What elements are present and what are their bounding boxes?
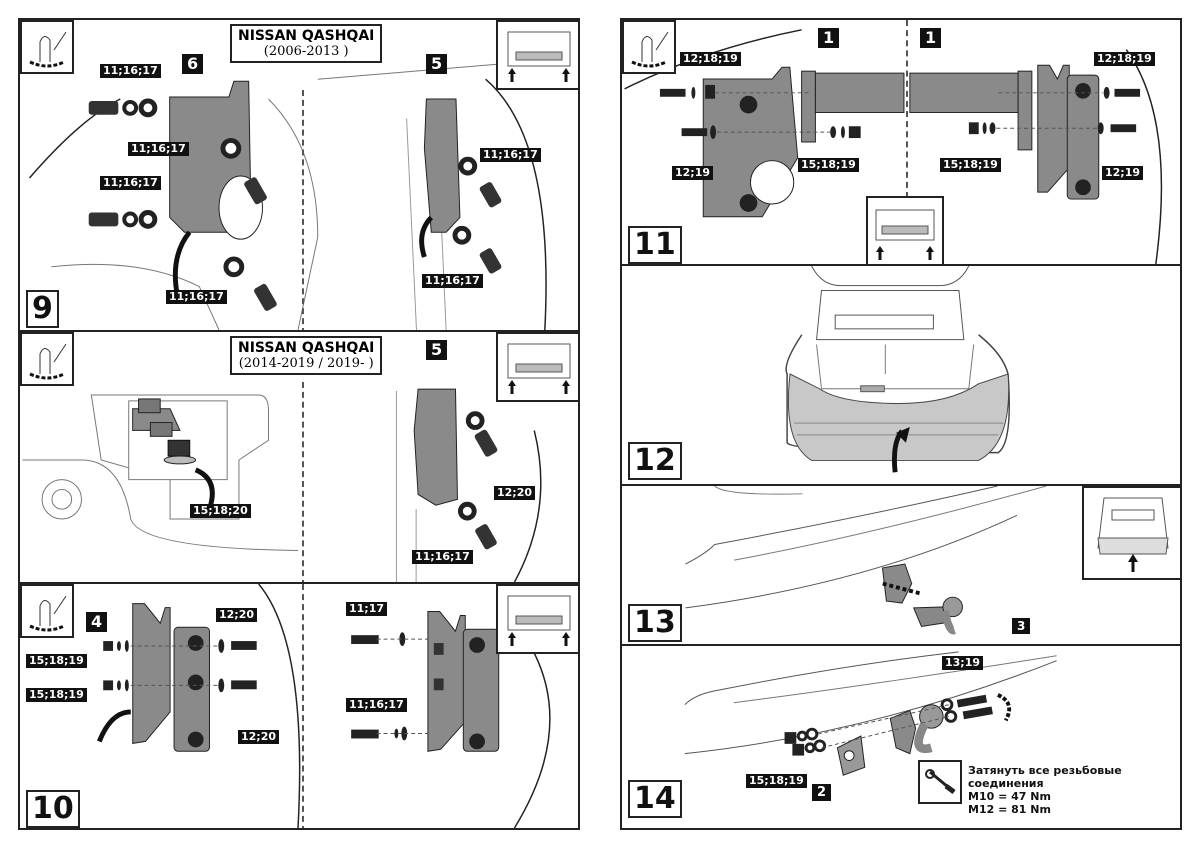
torque-m10: M10 = 47 Nm bbox=[968, 790, 1051, 803]
hardware-tag: 15;18;19 bbox=[26, 654, 87, 668]
model-label: NISSAN QASHQAI (2006-2013 ) bbox=[230, 24, 383, 63]
part-number-1: 1 bbox=[818, 28, 840, 48]
hardware-tag: 12;18;19 bbox=[680, 52, 741, 66]
hardware-tag: 15;18;20 bbox=[190, 504, 251, 518]
step-number: 14 bbox=[628, 780, 682, 818]
divider-dashed bbox=[302, 584, 304, 828]
car-rear-open-tailgate bbox=[785, 266, 1010, 473]
part-number-1: 1 bbox=[920, 28, 942, 48]
panel-step-10: 4 12;20 15;18;19 15;18;19 12;20 11;17 11… bbox=[18, 582, 580, 830]
panel-step-14: Затянуть все резьбовые соединения M10 = … bbox=[620, 644, 1182, 830]
divider-dashed bbox=[302, 90, 304, 330]
part-number-2: 2 bbox=[812, 784, 832, 801]
hardware-tag: 11;16;17 bbox=[480, 148, 541, 162]
car-rear-thumbnail bbox=[1082, 486, 1180, 580]
torque-wrench-icon bbox=[918, 760, 962, 804]
hardware-tag: 11;17 bbox=[346, 602, 388, 616]
car-rear-thumbnail bbox=[496, 20, 578, 90]
hardware-tag: 12;19 bbox=[672, 166, 714, 180]
hardware-tag: 13;19 bbox=[942, 656, 984, 670]
hardware-tag: 12;19 bbox=[1102, 166, 1144, 180]
bracket-5 bbox=[423, 98, 461, 233]
model-label: NISSAN QASHQAI (2014-2019 / 2019- ) bbox=[230, 336, 383, 375]
model-name: NISSAN QASHQAI bbox=[238, 340, 375, 356]
hardware-tag: 11;16;17 bbox=[128, 142, 189, 156]
hand-wrench-icon bbox=[20, 20, 74, 74]
hand-wrench-icon bbox=[20, 584, 74, 638]
step-14-illustration bbox=[684, 651, 1057, 776]
step-13-illustration bbox=[685, 486, 1047, 635]
step-number: 13 bbox=[628, 604, 682, 642]
part-number-3: 3 bbox=[1012, 618, 1031, 634]
hardware-tag: 12;20 bbox=[238, 730, 280, 744]
step-number: 12 bbox=[628, 442, 682, 480]
step-number: 10 bbox=[26, 790, 80, 828]
step-9-illustration bbox=[28, 58, 555, 330]
hardware-tag: 11;16;17 bbox=[100, 176, 161, 190]
bolt-assembly bbox=[88, 98, 277, 311]
step-number: 9 bbox=[26, 290, 59, 328]
panel-step-11: 1 1 12;18;19 12;19 15;18;19 12;18;19 15;… bbox=[620, 18, 1182, 266]
torque-specs: Затянуть все резьбовые соединения M10 = … bbox=[968, 764, 1180, 816]
hardware-tag: 15;18;19 bbox=[940, 158, 1001, 172]
tow-bar-bracket bbox=[881, 563, 913, 604]
part-number-5: 5 bbox=[426, 54, 448, 74]
car-rear-thumbnail bbox=[496, 332, 578, 402]
panel-step-13: 3 13 bbox=[620, 484, 1182, 646]
model-years: (2006-2013 ) bbox=[263, 44, 349, 59]
panel-step-12: 12 bbox=[620, 264, 1182, 486]
car-rear-thumbnail bbox=[866, 196, 944, 264]
step-9-variant-illustration bbox=[22, 388, 542, 582]
car-rear-thumbnail bbox=[496, 584, 578, 654]
hardware-tag: 12;18;19 bbox=[1094, 52, 1155, 66]
torque-instruction: Затянуть все резьбовые соединения bbox=[968, 764, 1122, 790]
bracket-4 bbox=[132, 603, 171, 744]
bracket-5 bbox=[413, 388, 458, 506]
divider-dashed bbox=[302, 382, 304, 582]
part-number-5: 5 bbox=[426, 340, 448, 360]
model-years: (2014-2019 / 2019- ) bbox=[238, 356, 374, 371]
torque-m12: M12 = 81 Nm bbox=[968, 803, 1051, 816]
model-name: NISSAN QASHQAI bbox=[238, 28, 375, 44]
hardware-tag: 15;18;19 bbox=[26, 688, 87, 702]
tow-ball bbox=[912, 606, 948, 627]
hardware-tag: 11;16;17 bbox=[412, 550, 473, 564]
step-10-illustration bbox=[96, 584, 551, 828]
panel-step-9-variant: NISSAN QASHQAI (2014-2019 / 2019- ) 5 15… bbox=[18, 330, 580, 584]
divider-dashed bbox=[906, 20, 908, 198]
part-number-4: 4 bbox=[86, 612, 108, 632]
hardware-tag: 11;16;17 bbox=[166, 290, 227, 304]
hardware-tag: 11;16;17 bbox=[346, 698, 407, 712]
hardware-tag: 12;20 bbox=[216, 608, 258, 622]
hardware-tag: 15;18;19 bbox=[746, 774, 807, 788]
part-number-6: 6 bbox=[182, 54, 204, 74]
hardware-tag: 11;16;17 bbox=[422, 274, 483, 288]
hand-wrench-icon bbox=[622, 20, 676, 74]
hardware-tag: 15;18;19 bbox=[798, 158, 859, 172]
step-number: 11 bbox=[628, 226, 682, 264]
hand-wrench-icon bbox=[20, 332, 74, 386]
hardware-tag: 11;16;17 bbox=[100, 64, 161, 78]
hardware-tag: 12;20 bbox=[494, 486, 536, 500]
panel-step-9: NISSAN QASHQAI (2006-2013 ) 6 5 11;16;17… bbox=[18, 18, 580, 332]
step-11-illustration bbox=[624, 29, 1163, 264]
